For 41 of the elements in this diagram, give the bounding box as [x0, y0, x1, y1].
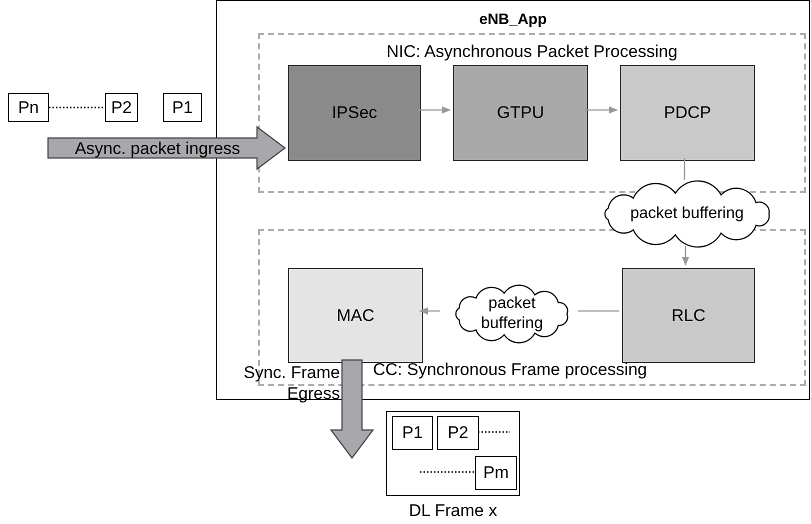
dashed-group: [258, 33, 806, 193]
dotted-line: [49, 106, 105, 108]
process-box: [620, 65, 755, 161]
node-label: NIC: Asynchronous Packet Processing: [386, 42, 678, 61]
dotted-line: [420, 471, 474, 473]
arrow: [682, 246, 690, 266]
node-label: packet buffering: [480, 294, 544, 334]
node-label: eNB_App: [479, 11, 547, 28]
dotted-line: [478, 431, 510, 433]
node-label: DL Frame x: [408, 501, 498, 520]
arrow: [419, 307, 440, 315]
node-label: P1: [402, 422, 423, 444]
packet-box: [392, 416, 433, 450]
packet-box: [475, 456, 517, 490]
node-label: P2: [111, 96, 132, 119]
node-label: PDCP: [664, 102, 712, 124]
process-box: [622, 268, 755, 363]
process-box: [288, 268, 423, 363]
packet-box: [8, 93, 49, 122]
node-label: MAC: [336, 304, 374, 327]
node-label: P2: [448, 422, 468, 444]
process-box: [288, 65, 421, 161]
node-label: GTPU: [496, 102, 544, 124]
block-arrow: [330, 359, 374, 459]
frame-box: [386, 411, 520, 496]
node-label: Pn: [18, 96, 39, 119]
packet-box: [437, 416, 479, 450]
arrow: [585, 106, 618, 114]
edge-label: Async. packet ingress: [74, 139, 240, 158]
arrow: [418, 106, 451, 114]
node-label: RLC: [671, 304, 706, 327]
node-label: CC: Synchronous Frame processing: [373, 360, 648, 378]
node-label: Pm: [483, 462, 509, 484]
node-label: P1: [172, 96, 193, 119]
packet-box: [105, 93, 138, 122]
process-box: [453, 65, 588, 161]
edge-label: Sync. Frame Egress: [244, 363, 340, 403]
node-label: IPSec: [332, 102, 378, 124]
packet-box: [163, 93, 202, 122]
node-label: packet buffering: [630, 204, 744, 224]
block-arrow: [47, 126, 286, 170]
